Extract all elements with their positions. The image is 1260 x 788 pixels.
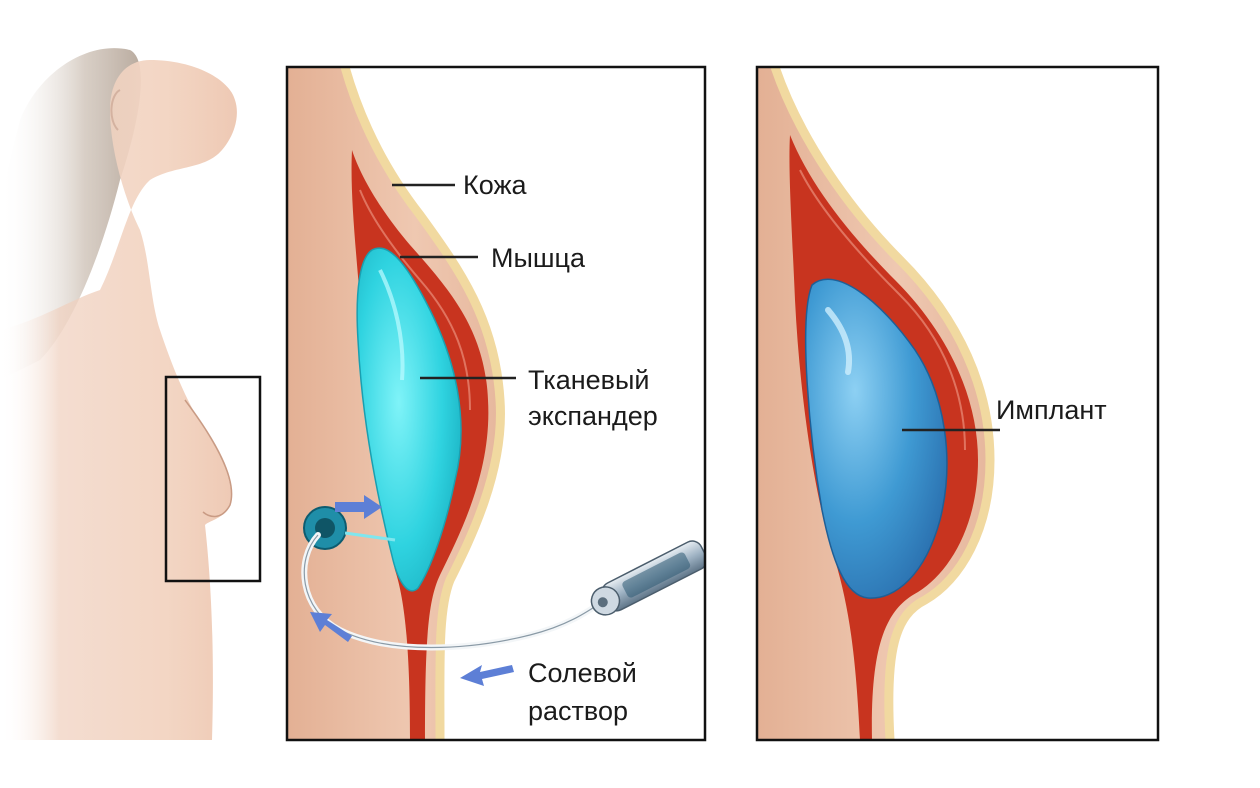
label-implant: Имплант [996, 395, 1107, 425]
panel-frame-implant [755, 65, 1160, 742]
body-silhouette [0, 60, 237, 740]
flow-arrows [310, 495, 514, 686]
label-muscle: Мышца [491, 243, 586, 273]
label-saline-line1: Солевой [528, 658, 637, 688]
detail-highlight-box [164, 375, 262, 583]
skin-layer-implant [770, 67, 995, 740]
arrow-along-tube [310, 612, 352, 642]
implant-shape [804, 278, 948, 599]
arrow-into-port [335, 495, 382, 519]
arrow-saline-input [460, 665, 514, 686]
label-saline-line2: раствор [528, 696, 628, 726]
tissue-expander-shape [356, 247, 462, 592]
label-expander-line2: экспандер [528, 401, 658, 431]
labels: Кожа Мышца Тканевый экспандер Солевой ра… [463, 170, 1107, 726]
syringe [590, 540, 705, 616]
panel-implant [755, 65, 1160, 742]
panel-tissue-expander [285, 65, 707, 742]
ear-outline [110, 89, 121, 131]
panel-frame-expander [285, 65, 707, 742]
woman-profile-figure [0, 48, 262, 740]
hair-shape [0, 48, 141, 380]
skin-layer [340, 67, 505, 740]
leader-lines [392, 183, 1000, 432]
breast-contour [184, 399, 233, 518]
label-expander-line1: Тканевый [528, 365, 650, 395]
label-skin: Кожа [463, 170, 528, 200]
